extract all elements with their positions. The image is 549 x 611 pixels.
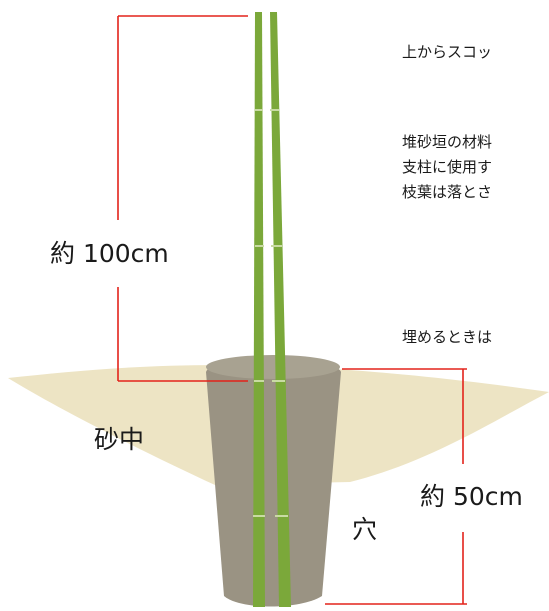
hole-opening — [206, 355, 340, 379]
bamboo-nodes — [253, 109, 288, 517]
note-line: 埋めるときは — [402, 328, 492, 346]
note-line: 上からスコッ — [402, 43, 492, 61]
bamboo-pole-right — [270, 12, 291, 607]
note-line: 堆砂垣の材料 — [402, 133, 492, 151]
note-line: 支柱に使用す — [402, 158, 492, 176]
bamboo-poles — [253, 12, 291, 607]
planting-hole — [206, 360, 341, 607]
depth-label-below: 約 50cm — [420, 482, 523, 511]
bamboo-pole-left — [253, 12, 265, 607]
dimension-below-ground — [325, 368, 467, 605]
note-line: 枝葉は落とさ — [402, 183, 492, 201]
hole-label: 穴 — [352, 515, 377, 544]
height-label-above: 約 100cm — [50, 239, 169, 268]
sand-area-label: 砂中 — [94, 425, 144, 454]
notes: 上からスコッ 堆砂垣の材料 支柱に使用す 枝葉は落とさ 埋めるときは — [402, 43, 492, 346]
dimension-above-ground — [117, 15, 248, 382]
